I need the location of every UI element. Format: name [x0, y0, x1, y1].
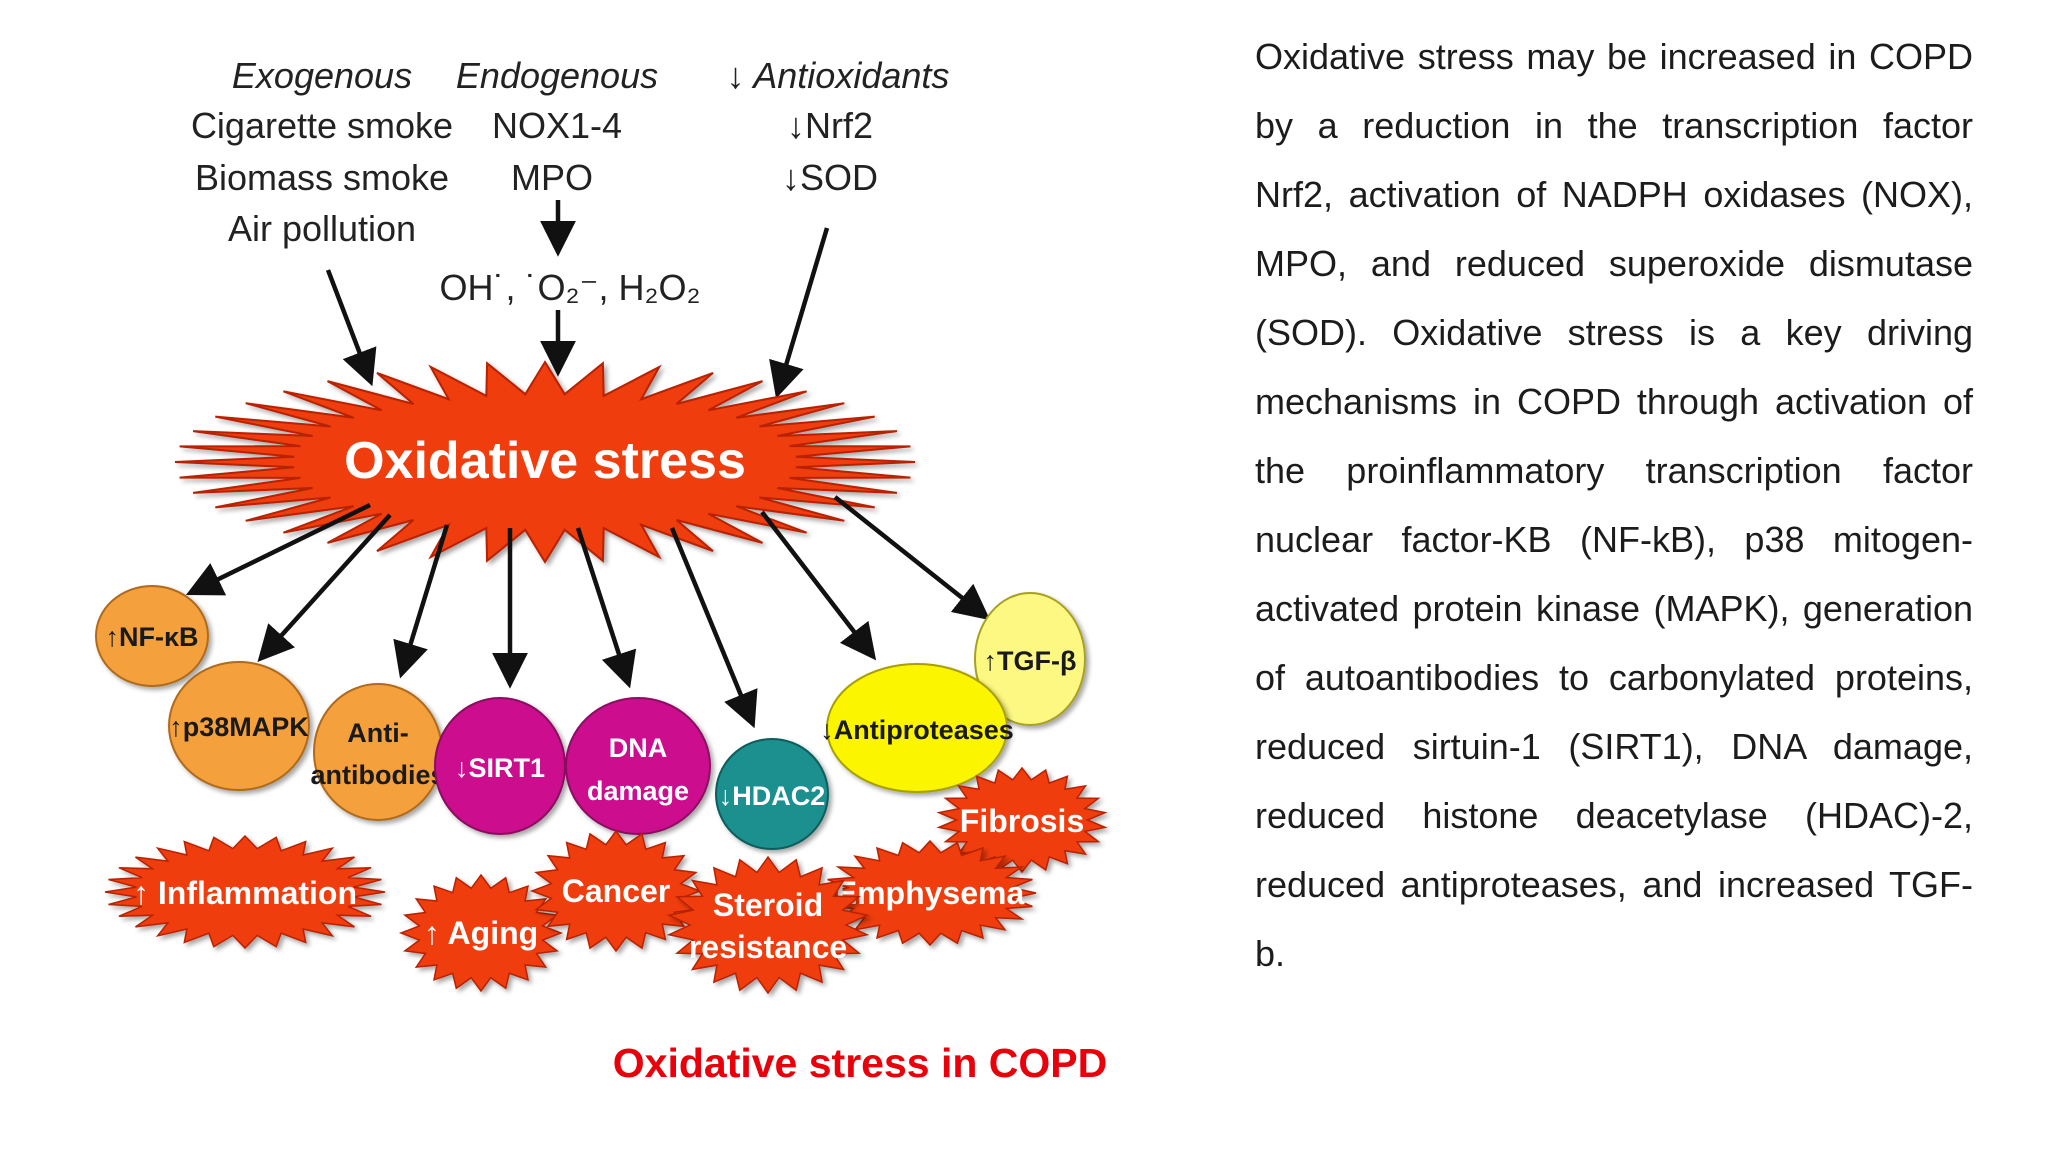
outcome-bursts: Fibrosis Emphysema ↑ Inflammation ↑ Agin… — [104, 766, 1108, 995]
burst-cancer-shape — [529, 829, 703, 953]
burst-inflammation-shape — [104, 834, 386, 950]
endogenous-item: NOX1-4 — [492, 105, 622, 146]
burst-inflammation: ↑ Inflammation — [104, 834, 386, 950]
arrow-to-nfkb — [185, 502, 371, 596]
burst-steroid-resistance-label-2: resistance — [689, 929, 847, 965]
node-antibodies-label-1: Anti- — [347, 718, 408, 748]
burst-fibrosis-shape — [936, 766, 1108, 874]
oxidative-stress-burst: Oxidative stress — [174, 360, 916, 564]
node-antibodies-label-2: antibodies — [310, 760, 445, 790]
exogenous-item: Biomass smoke — [195, 157, 449, 198]
node-tgf-beta: ↑TGF-β — [974, 592, 1086, 726]
arrow-exogenous — [325, 269, 377, 387]
burst-cancer-label: Cancer — [562, 873, 671, 909]
arrow-to-dna-damage — [575, 527, 637, 689]
antioxidant-item: ↓Nrf2 — [787, 105, 873, 146]
burst-steroid-resistance-label-1: Steroid — [713, 887, 823, 923]
node-antibodies-shape — [313, 683, 443, 821]
node-tgf-beta-label: ↑TGF-β — [984, 646, 1077, 676]
burst-emphysema-shape — [823, 839, 1037, 947]
node-nf-kb-label: ↑NF-κB — [105, 622, 198, 652]
node-dna-damage-label-1: DNA — [609, 733, 668, 763]
node-antibodies: Anti- antibodies — [310, 683, 446, 821]
arrow-antioxidants — [769, 227, 830, 399]
burst-emphysema: Emphysema — [823, 839, 1037, 947]
node-sirt1-label: ↓SIRT1 — [455, 753, 545, 783]
exogenous-sources: Exogenous Cigarette smoke Biomass smoke … — [191, 55, 453, 249]
description-paragraph: Oxidative stress may be increased in COP… — [1255, 36, 1973, 974]
node-dna-damage-label-2: damage — [587, 776, 689, 806]
node-nf-kb-shape — [95, 585, 209, 687]
burst-aging-label: ↑ Aging — [424, 915, 538, 951]
exogenous-item: Cigarette smoke — [191, 105, 453, 146]
exogenous-heading: Exogenous — [232, 55, 412, 96]
antioxidant-sources: ↓ Antioxidants ↓Nrf2 ↓SOD — [727, 55, 950, 198]
node-nf-kb: ↑NF-κB — [95, 585, 209, 687]
node-antiproteases-shape — [826, 663, 1008, 793]
copd-oxidative-stress-diagram: Exogenous Cigarette smoke Biomass smoke … — [95, 55, 1108, 995]
endogenous-item: MPO — [511, 157, 593, 198]
burst-fibrosis: Fibrosis — [936, 766, 1108, 874]
output-arrows — [185, 495, 991, 729]
node-p38mapk-label: ↑p38MAPK — [169, 712, 309, 742]
antioxidants-heading: ↓ Antioxidants — [727, 55, 950, 96]
input-arrows — [325, 200, 830, 399]
arrow-to-hdac2 — [669, 527, 758, 729]
node-p38mapk-shape — [168, 661, 310, 791]
node-hdac2-label: ↓HDAC2 — [719, 781, 826, 811]
node-hdac2-shape — [715, 738, 829, 850]
node-hdac2: ↓HDAC2 — [715, 738, 829, 850]
mediator-nodes: ↑NF-κB ↑p38MAPK Anti- antibodies ↓SIRT1 … — [95, 585, 1086, 850]
ros-products: OH˙, ˙O₂⁻, H₂O₂ — [440, 267, 701, 308]
node-dna-damage-shape — [565, 697, 711, 835]
endogenous-heading: Endogenous — [456, 55, 658, 96]
endogenous-sources: Endogenous NOX1-4 MPO OH˙, ˙O₂⁻, H₂O₂ — [440, 55, 701, 308]
burst-emphysema-label: Emphysema — [836, 875, 1025, 911]
burst-steroid-resistance: Steroid resistance — [666, 855, 870, 995]
node-sirt1: ↓SIRT1 — [434, 697, 566, 835]
burst-cancer: Cancer — [529, 829, 703, 953]
burst-steroid-resistance-shape — [666, 855, 870, 995]
node-dna-damage: DNA damage — [565, 697, 711, 835]
burst-inflammation-label: ↑ Inflammation — [133, 875, 357, 911]
node-tgf-beta-shape — [974, 592, 1086, 726]
arrow-to-antibodies — [393, 524, 450, 679]
node-antiproteases: ↓Antiproteases — [820, 663, 1014, 793]
arrow-to-antiproteases — [760, 510, 877, 661]
center-label: Oxidative stress — [344, 432, 746, 490]
burst-fibrosis-label: Fibrosis — [960, 803, 1084, 839]
burst-aging: ↑ Aging — [398, 873, 564, 993]
node-antiproteases-label: ↓Antiproteases — [820, 715, 1014, 745]
figure-caption: Oxidative stress in COPD — [612, 1040, 1108, 1086]
antioxidant-item: ↓SOD — [782, 157, 878, 198]
exogenous-item: Air pollution — [228, 208, 416, 249]
arrow-to-p38mapk — [257, 513, 392, 663]
arrow-to-tgf-beta — [833, 495, 991, 621]
node-p38mapk: ↑p38MAPK — [168, 661, 310, 791]
